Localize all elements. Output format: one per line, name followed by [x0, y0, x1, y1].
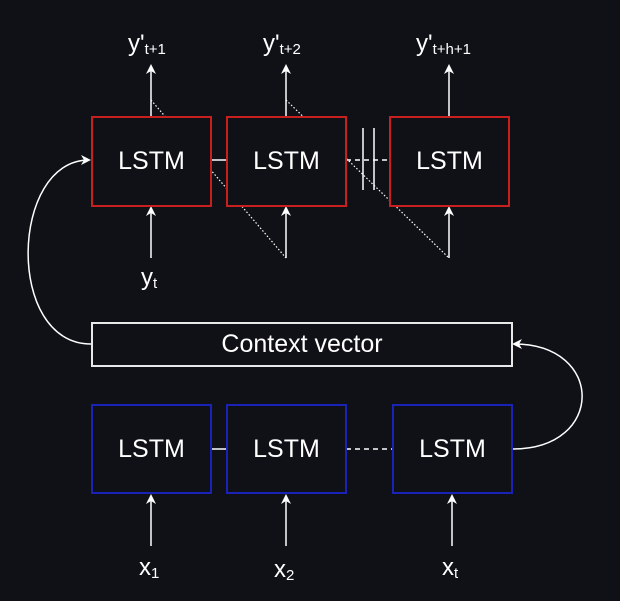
- decoder-input-sub: t: [153, 275, 158, 292]
- encoder-input-2-base: x: [274, 556, 286, 583]
- encoder-input-label-1: x1: [139, 554, 160, 582]
- decoder-lstm-cell-3: LSTM: [389, 116, 510, 207]
- decoder-lstm-label-1: LSTM: [118, 147, 185, 175]
- encoder-lstm-cell-1: LSTM: [91, 404, 212, 494]
- output-label-2: y't+2: [263, 30, 301, 58]
- context-to-decoder-arrow: [27, 155, 92, 345]
- context-vector-box: Context vector: [91, 322, 513, 367]
- encoder-input-label-3: xt: [442, 554, 459, 582]
- decoder-lstm-cell-2: LSTM: [226, 116, 347, 207]
- encoder-input-3-sub: t: [454, 565, 459, 582]
- output-label-3-base: y': [416, 30, 433, 57]
- encoder-input-1-sub: 1: [151, 565, 160, 582]
- encoder-to-context-arrow: [512, 339, 583, 450]
- decoder-input-label: yt: [141, 264, 158, 292]
- decoder-lstm-label-2: LSTM: [253, 147, 320, 175]
- output-label-1: y't+1: [128, 30, 166, 58]
- encoder-lstm-cell-3: LSTM: [392, 404, 513, 494]
- decoder-lstm-cell-1: LSTM: [91, 116, 212, 207]
- encoder-input-3-base: x: [442, 554, 454, 581]
- output-label-3-sub: t+h+1: [432, 41, 471, 58]
- encoder-input-1-base: x: [139, 554, 151, 581]
- decoder-lstm-label-3: LSTM: [416, 147, 483, 175]
- encoder-lstm-cell-2: LSTM: [226, 404, 347, 494]
- decoder-input-base: y: [141, 264, 153, 291]
- encoder-lstm-label-3: LSTM: [419, 434, 486, 463]
- output-label-1-sub: t+1: [144, 41, 166, 58]
- encoder-input-label-2: x2: [274, 556, 295, 584]
- output-label-2-base: y': [263, 30, 280, 57]
- output-label-3: y't+h+1: [416, 30, 471, 58]
- context-vector-label: Context vector: [221, 330, 383, 358]
- output-label-1-base: y': [128, 30, 145, 57]
- feedback-diagonal-2: [285, 99, 450, 259]
- encoder-input-2-sub: 2: [286, 567, 295, 584]
- encoder-lstm-label-1: LSTM: [118, 434, 185, 463]
- output-label-2-sub: t+2: [279, 41, 301, 58]
- encoder-lstm-label-2: LSTM: [253, 434, 320, 463]
